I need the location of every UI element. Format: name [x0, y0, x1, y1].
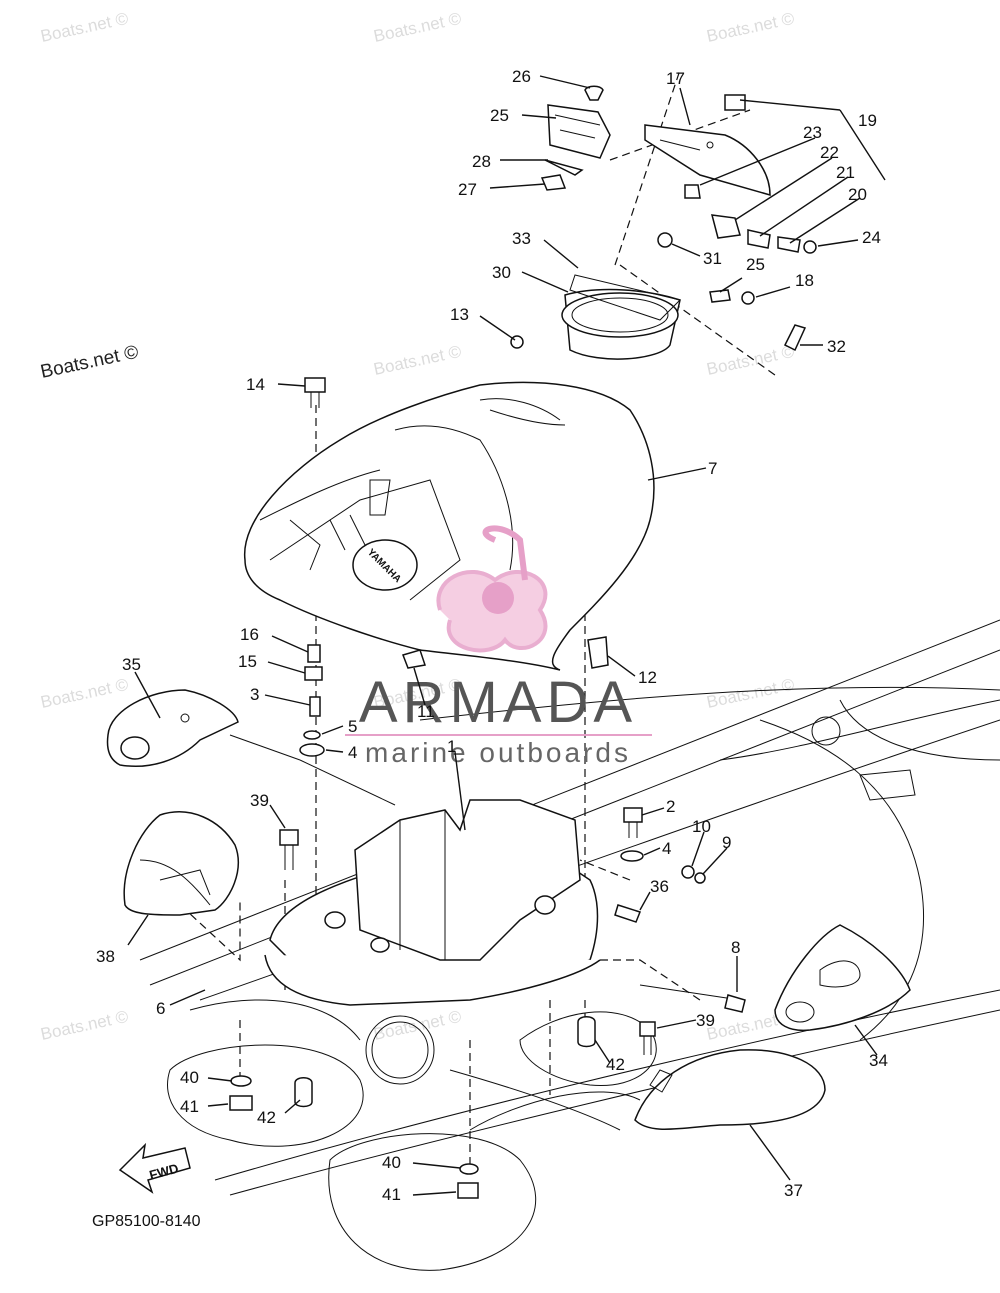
- part-38-vent-cover: [123, 811, 239, 916]
- part-30-bucket: [561, 274, 681, 360]
- callout-25: 25: [746, 255, 765, 274]
- part-37-cover: [634, 1049, 826, 1130]
- watermark: Boats.net ©: [39, 9, 131, 46]
- hull-deck: [139, 619, 1000, 1271]
- callout-30: 30: [492, 263, 511, 282]
- callout-41: 41: [180, 1097, 199, 1116]
- latch-hardware: [510, 85, 817, 352]
- armada-brand: ARMADA: [359, 670, 637, 735]
- callout-3: 3: [250, 685, 259, 704]
- callout-17: 17: [666, 69, 685, 88]
- part-34-vent-cover: [774, 924, 911, 1032]
- callout-1: 1: [447, 737, 456, 756]
- callout-11: 11: [417, 702, 435, 721]
- callout-23: 23: [803, 123, 822, 142]
- callout-8: 8: [731, 938, 740, 957]
- callout-40b: 40: [382, 1153, 401, 1172]
- callout-21: 21: [836, 163, 855, 182]
- callout-31: 31: [703, 249, 722, 268]
- callout-33: 33: [512, 229, 531, 248]
- callout-15: 15: [238, 652, 257, 671]
- drawing-code: GP85100-8140: [92, 1213, 201, 1230]
- callout-29: 28: [472, 152, 491, 171]
- callout-13: 13: [450, 305, 469, 324]
- callout-27: 26: [512, 67, 531, 86]
- callout-4: 4: [348, 743, 357, 762]
- callout-14: 14: [246, 375, 265, 394]
- callout-28: 27: [458, 180, 477, 199]
- watermark: Boats.net ©: [705, 342, 797, 379]
- callout-19: 19: [858, 111, 877, 130]
- callout-36: 36: [650, 877, 669, 896]
- callout-20: 20: [848, 185, 867, 204]
- leader-lines: [127, 75, 886, 1196]
- armada-logo: ARMADA marine outboards: [345, 525, 652, 768]
- callout-42: 42: [606, 1055, 625, 1074]
- callout-37: 37: [784, 1181, 803, 1200]
- part-35-vent: [106, 689, 239, 767]
- part-7-top-cover: YAMAHA: [244, 381, 655, 671]
- callout-40: 40: [180, 1068, 199, 1087]
- callout-4b: 4: [662, 839, 671, 858]
- callout-24: 24: [862, 228, 881, 247]
- callout-39b: 39: [696, 1011, 715, 1030]
- watermark: Boats.net ©: [372, 9, 464, 46]
- callout-39: 39: [250, 791, 269, 810]
- callout-12: 12: [638, 668, 657, 687]
- watermark: Boats.net ©: [39, 675, 131, 712]
- watermark-dark: Boats.net ©: [39, 342, 141, 383]
- callout-34: 34: [869, 1051, 888, 1070]
- callout-32: 32: [827, 337, 846, 356]
- callout-2: 2: [666, 797, 675, 816]
- callouts: 26 25 28 27 17 19 23 22 21 20 24 31 25 1…: [96, 67, 888, 1204]
- fwd-label: FWD: [148, 1161, 180, 1183]
- callout-6: 6: [156, 999, 165, 1018]
- callout-7: 7: [708, 459, 717, 478]
- small-parts: [229, 377, 746, 1199]
- fwd-arrow: FWD: [118, 1142, 191, 1194]
- callout-18: 18: [795, 271, 814, 290]
- callout-22: 22: [820, 143, 839, 162]
- callout-26: 25: [490, 106, 509, 125]
- callout-35: 35: [122, 655, 141, 674]
- watermark: Boats.net ©: [372, 342, 464, 379]
- callout-5: 5: [348, 717, 357, 736]
- callout-41b: 41: [382, 1185, 401, 1204]
- watermark: Boats.net ©: [705, 9, 797, 46]
- callout-10: 10: [692, 817, 711, 836]
- watermark: Boats.net ©: [372, 1007, 464, 1044]
- callout-16: 16: [240, 625, 259, 644]
- callout-38: 38: [96, 947, 115, 966]
- armada-tagline: marine outboards: [365, 737, 631, 768]
- watermark: Boats.net ©: [39, 1007, 131, 1044]
- callout-42b: 42: [257, 1108, 276, 1127]
- callout-9: 9: [722, 833, 731, 852]
- part-1-base: [264, 799, 601, 1006]
- part-17-latch-bracket: [644, 124, 771, 196]
